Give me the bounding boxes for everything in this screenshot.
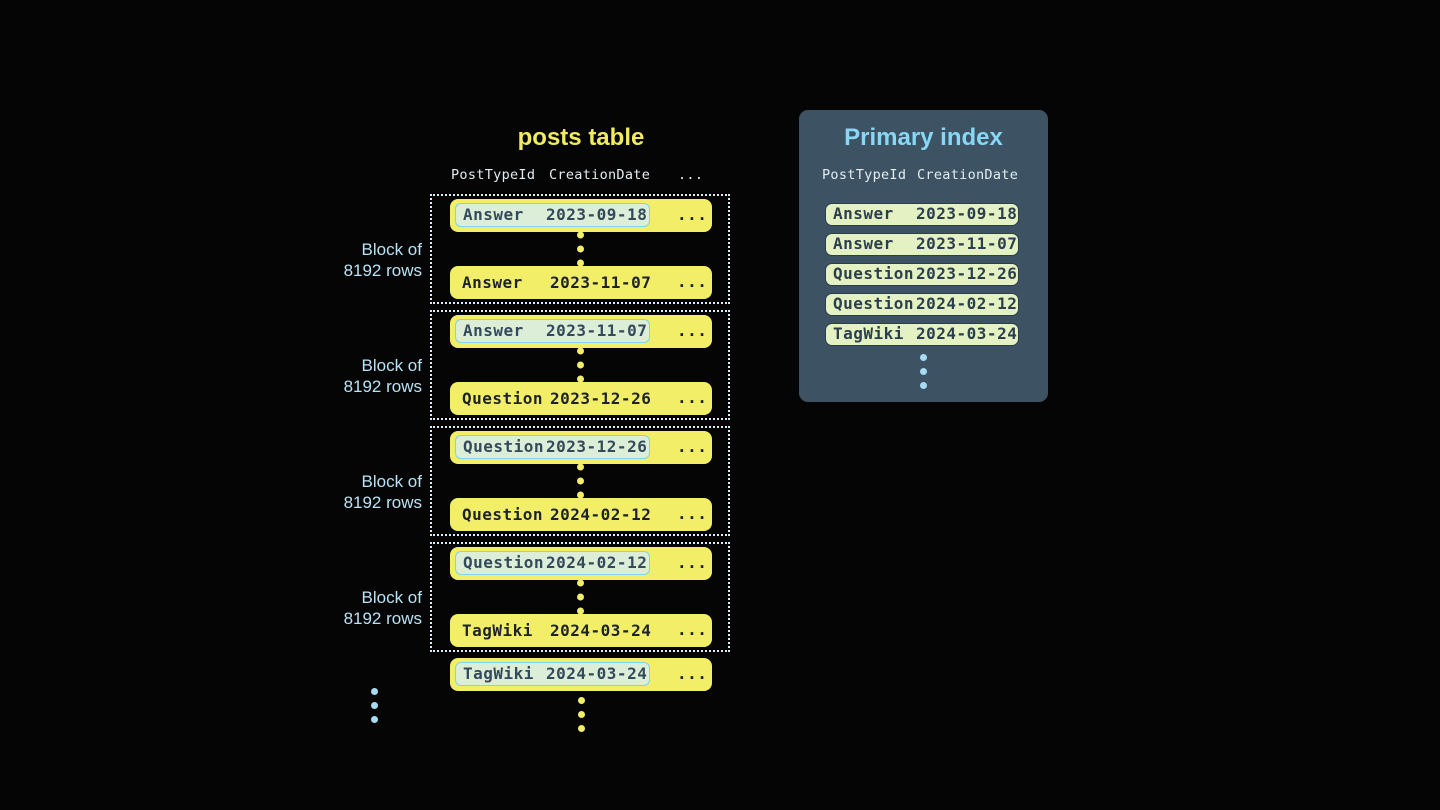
- cell-posttypeid: Answer: [833, 204, 894, 223]
- cell-creationdate: 2024-02-12: [550, 505, 652, 524]
- cell-posttypeid: TagWiki: [463, 664, 534, 683]
- index-entry: Question 2023-12-26: [825, 263, 1019, 286]
- table-row: Question 2023-12-26 ...: [450, 431, 712, 464]
- primary-index-panel: Primary index PostTypeId CreationDate An…: [799, 110, 1048, 402]
- primary-index-title: Primary index: [844, 124, 1003, 151]
- cell-creationdate: 2023-12-26: [916, 264, 1018, 283]
- posts-block-1: Answer 2023-09-18 ... Answer 2023-11-07 …: [430, 194, 730, 304]
- table-row: Question 2024-02-12 ...: [450, 547, 712, 580]
- posts-column-header-ellipsis: ...: [678, 167, 704, 183]
- cell-creationdate: 2023-11-07: [550, 273, 652, 292]
- rows-ellipsis-dots: [432, 579, 728, 615]
- table-row: Question 2023-12-26 ...: [450, 382, 712, 415]
- block-label-line2: 8192 rows: [343, 609, 422, 628]
- cell-creationdate: 2024-03-24: [550, 621, 652, 640]
- index-key-highlight: Answer 2023-09-18: [455, 203, 650, 227]
- cell-posttypeid: Question: [462, 389, 544, 408]
- table-row: Answer 2023-11-07 ...: [450, 266, 712, 299]
- cell-creationdate: 2023-11-07: [546, 321, 648, 340]
- cell-ellipsis: ...: [677, 321, 708, 340]
- cell-posttypeid: Question: [833, 264, 915, 283]
- cell-ellipsis: ...: [677, 272, 708, 291]
- rows-ellipsis-dots: [432, 231, 728, 267]
- cell-creationdate: 2024-02-12: [916, 294, 1018, 313]
- cell-creationdate: 2024-02-12: [546, 553, 648, 572]
- posts-block-4: Question 2024-02-12 ... TagWiki 2024-03-…: [430, 542, 730, 652]
- cell-posttypeid: Question: [463, 553, 545, 572]
- table-row: TagWiki 2024-03-24 ...: [450, 614, 712, 647]
- cell-creationdate: 2023-12-26: [546, 437, 648, 456]
- cell-ellipsis: ...: [677, 664, 708, 683]
- cell-creationdate: 2024-03-24: [916, 324, 1018, 343]
- index-key-highlight: TagWiki 2024-03-24: [455, 662, 650, 686]
- table-row: Answer 2023-11-07 ...: [450, 315, 712, 348]
- cell-posttypeid: TagWiki: [833, 324, 904, 343]
- more-rows-dots: [578, 697, 585, 732]
- more-index-entries-dots: [799, 354, 1048, 389]
- index-entry: Question 2024-02-12: [825, 293, 1019, 316]
- block-label-1: Block of 8192 rows: [270, 239, 422, 281]
- more-blocks-dots: [371, 688, 378, 723]
- posts-column-header-creationdate: CreationDate: [549, 167, 651, 183]
- rows-ellipsis-dots: [432, 347, 728, 383]
- index-entry: TagWiki 2024-03-24: [825, 323, 1019, 346]
- index-column-header-posttypeid: PostTypeId: [822, 167, 907, 183]
- index-entry: Answer 2023-11-07: [825, 233, 1019, 256]
- index-key-highlight: Question 2024-02-12: [455, 551, 650, 575]
- cell-creationdate: 2023-09-18: [916, 204, 1018, 223]
- posts-block-3: Question 2023-12-26 ... Question 2024-02…: [430, 426, 730, 536]
- rows-ellipsis-dots: [432, 463, 728, 499]
- block-label-line2: 8192 rows: [343, 493, 422, 512]
- table-row-next-block: TagWiki 2024-03-24 ...: [450, 658, 712, 691]
- cell-ellipsis: ...: [677, 388, 708, 407]
- block-label-3: Block of 8192 rows: [270, 471, 422, 513]
- block-label-line1: Block of: [361, 588, 422, 607]
- cell-ellipsis: ...: [677, 437, 708, 456]
- index-entry: Answer 2023-09-18: [825, 203, 1019, 226]
- posts-block-2: Answer 2023-11-07 ... Question 2023-12-2…: [430, 310, 730, 420]
- block-label-2: Block of 8192 rows: [270, 355, 422, 397]
- block-label-line1: Block of: [361, 356, 422, 375]
- cell-posttypeid: Question: [833, 294, 915, 313]
- cell-posttypeid: Question: [462, 505, 544, 524]
- block-label-line2: 8192 rows: [343, 261, 422, 280]
- cell-creationdate: 2023-12-26: [550, 389, 652, 408]
- cell-creationdate: 2024-03-24: [546, 664, 648, 683]
- cell-creationdate: 2023-11-07: [916, 234, 1018, 253]
- block-label-4: Block of 8192 rows: [270, 587, 422, 629]
- cell-posttypeid: Answer: [463, 205, 524, 224]
- table-row: Question 2024-02-12 ...: [450, 498, 712, 531]
- posts-column-header-posttypeid: PostTypeId: [451, 167, 536, 183]
- cell-posttypeid: Answer: [463, 321, 524, 340]
- cell-posttypeid: TagWiki: [462, 621, 533, 640]
- posts-table-title: posts table: [517, 124, 645, 151]
- cell-ellipsis: ...: [677, 620, 708, 639]
- index-column-header-creationdate: CreationDate: [917, 167, 1019, 183]
- block-label-line1: Block of: [361, 472, 422, 491]
- table-row: Answer 2023-09-18 ...: [450, 199, 712, 232]
- cell-ellipsis: ...: [677, 553, 708, 572]
- block-label-line1: Block of: [361, 240, 422, 259]
- cell-posttypeid: Answer: [462, 273, 523, 292]
- cell-ellipsis: ...: [677, 205, 708, 224]
- cell-ellipsis: ...: [677, 504, 708, 523]
- cell-posttypeid: Question: [463, 437, 545, 456]
- index-key-highlight: Question 2023-12-26: [455, 435, 650, 459]
- cell-creationdate: 2023-09-18: [546, 205, 648, 224]
- index-key-highlight: Answer 2023-11-07: [455, 319, 650, 343]
- cell-posttypeid: Answer: [833, 234, 894, 253]
- block-label-line2: 8192 rows: [343, 377, 422, 396]
